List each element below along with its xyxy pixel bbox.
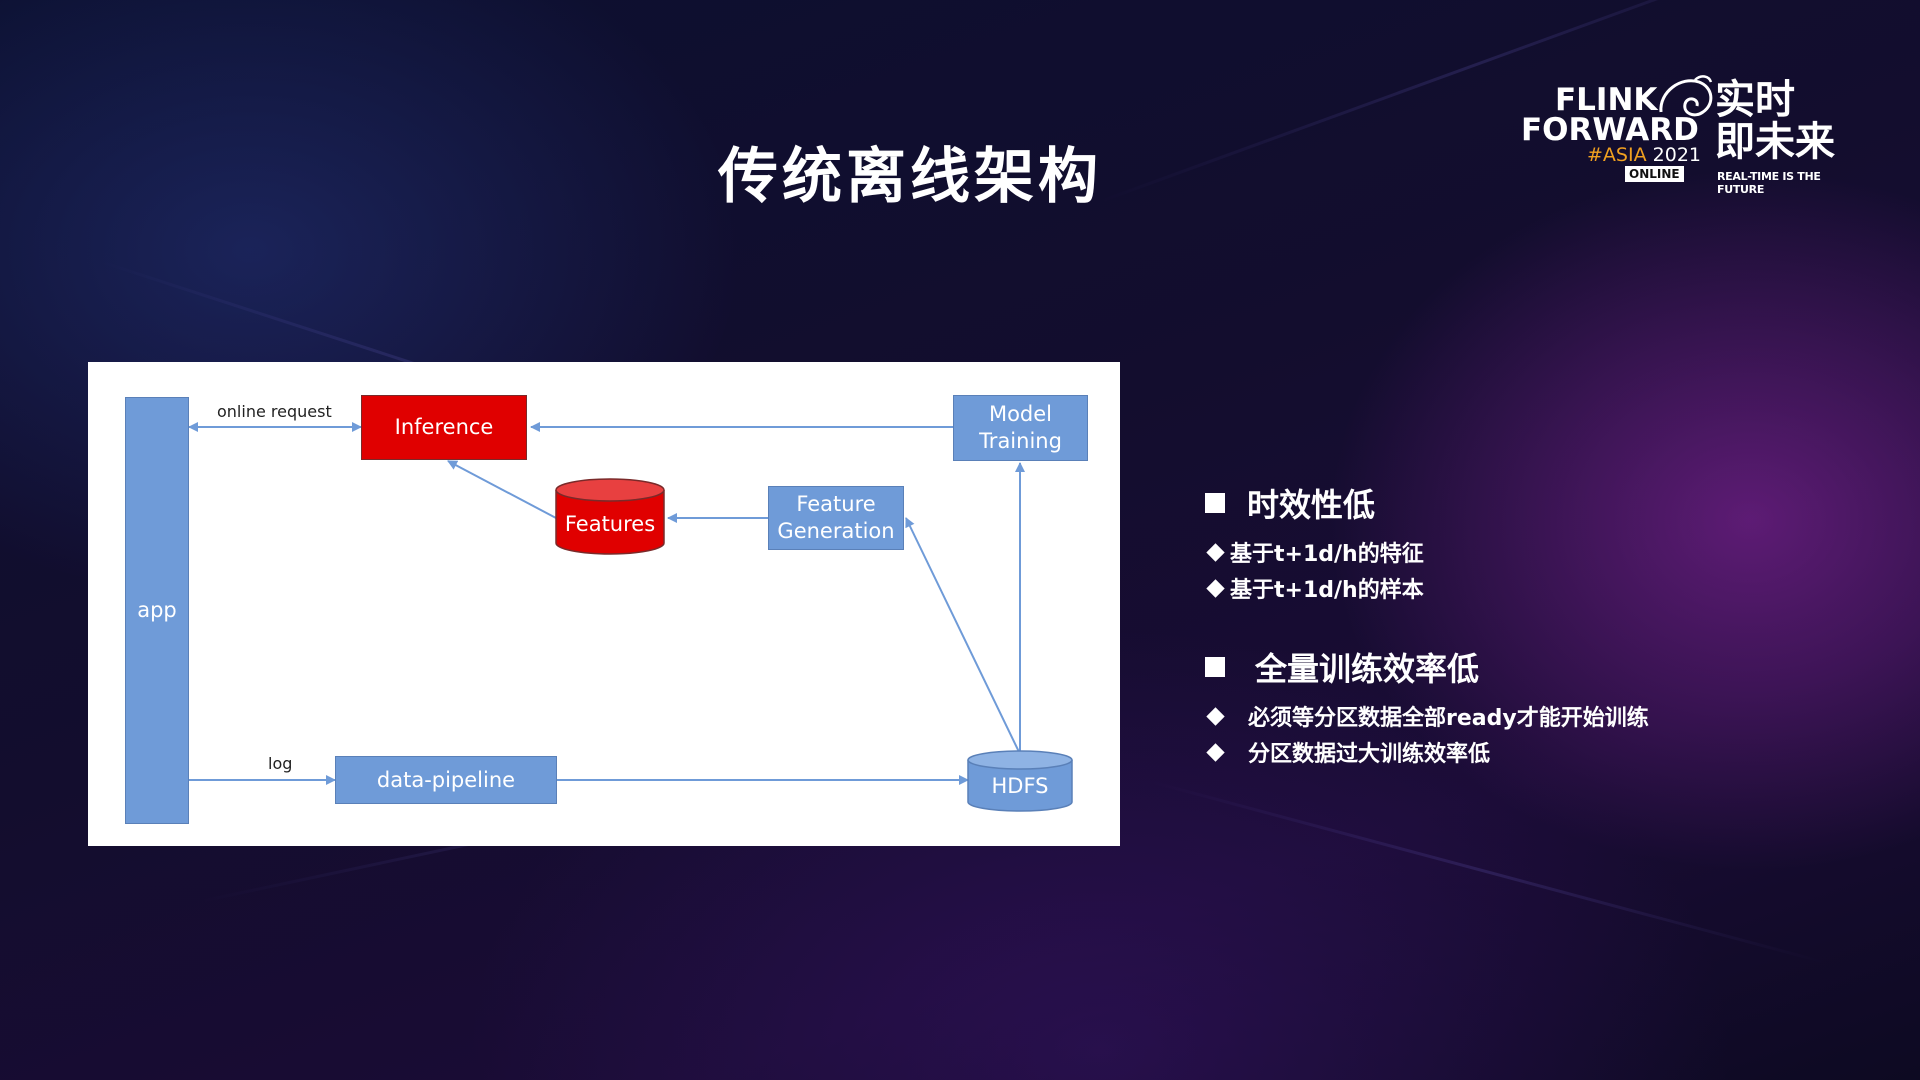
online-request-label: online request [217,402,332,421]
bullet-list: 时效性低 基于t+1d/h的特征 基于t+1d/h的样本 全量训练效率低 必须等… [1205,480,1905,768]
inference-node: Inference [361,395,527,460]
diamond-bullet-icon [1206,578,1225,598]
logo-year: 2021 [1652,144,1701,166]
section2-heading-text: 全量训练效率低 [1255,650,1480,688]
hdfs-cylinder [967,750,1073,812]
background-streak [1149,780,1827,965]
model-training-node: Model Training [953,395,1088,461]
feature-generation-line1: Feature [796,492,876,516]
diamond-bullet-icon [1206,542,1225,562]
section1-heading-text: 时效性低 [1247,486,1376,524]
app-node: app [125,397,189,824]
features-label: Features [564,511,656,536]
data-pipeline-node: data-pipeline [335,756,557,804]
logo-flink-text: FLINK [1555,82,1658,118]
logo-tagline: REAL-TIME IS THE FUTURE [1717,170,1821,196]
section1-item-text: 基于t+1d/h的特征 [1230,542,1424,567]
diagram-connectors [188,422,1073,812]
logo-asia-text: #ASIA 2021 [1587,144,1701,166]
diamond-bullet-icon [1206,742,1225,762]
arrow-features-inference [447,460,557,519]
section1-item-text: 基于t+1d/h的样本 [1230,578,1424,603]
architecture-diagram: app Inference Model Training Features Fe… [88,362,1120,846]
flink-forward-logo: FLINK FORWARD #ASIA 2021 ONLINE 实时 即未来 R… [1515,75,1845,196]
logo-cn-line1: 实时 [1715,77,1795,123]
section2-heading: 全量训练效率低 [1205,644,1905,690]
logo-cn-line2: 即未来 [1715,119,1835,165]
section1-heading: 时效性低 [1205,480,1905,526]
logo-asia-label: #ASIA [1587,144,1647,166]
features-cylinder [555,478,665,555]
diamond-bullet-icon [1206,706,1225,726]
logo-online-badge: ONLINE [1625,166,1684,182]
model-training-line2: Training [979,429,1062,453]
log-label: log [268,754,293,773]
arrow-hdfs-featuregen [905,517,1021,755]
section1-item: 基于t+1d/h的特征 [1205,536,1905,568]
section2-item-text: 分区数据过大训练效率低 [1248,742,1491,767]
feature-generation-line2: Generation [777,519,895,543]
square-bullet-icon [1205,493,1225,513]
section2-item-text: 必须等分区数据全部ready才能开始训练 [1248,706,1649,731]
slide-title: 传统离线架构 [718,142,1102,212]
hdfs-label: HDFS [991,773,1049,798]
section2-item: 必须等分区数据全部ready才能开始训练 [1205,700,1905,732]
model-training-line1: Model [988,402,1053,426]
section1-item: 基于t+1d/h的样本 [1205,572,1905,604]
feature-generation-node: Feature Generation [768,486,904,550]
square-bullet-icon [1205,657,1225,677]
section2-item: 分区数据过大训练效率低 [1205,736,1905,768]
squirrel-logo-icon [1659,75,1713,117]
logo-forward-text: FORWARD [1521,112,1699,148]
